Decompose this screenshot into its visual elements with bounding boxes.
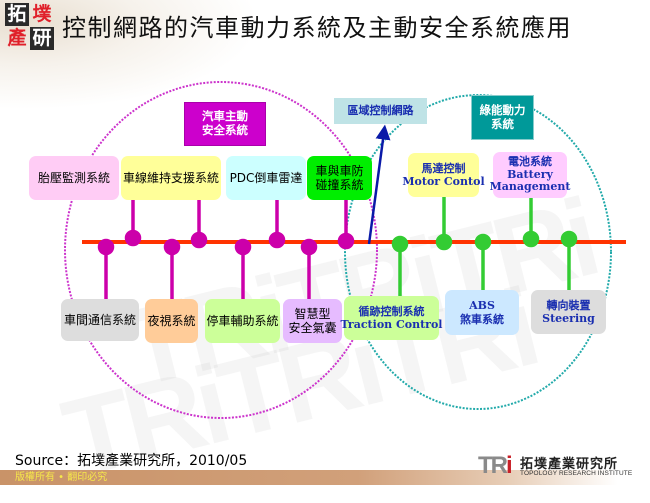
node-v2v-communication: 車間通信系統	[61, 299, 139, 341]
group-label-line: 系統	[491, 116, 514, 131]
tri-logo-tr: TR	[478, 452, 508, 479]
safety-connectors	[97, 199, 355, 299]
copyright-notice: 版權所有 • 翻印必究	[15, 472, 108, 483]
logo-char: 墣	[32, 3, 52, 25]
group-label-line: 汽車主動	[202, 109, 248, 124]
tri-institute-logo: TRi 拓墣產業研究所 TOPOLOGY RESEARCH INSTITUTE	[478, 452, 648, 482]
node-label-line: 轉向裝置	[546, 298, 591, 312]
source-citation: Source：拓墣產業研究所，2010/05	[15, 453, 248, 469]
node-label-line: 碰撞系統	[315, 178, 364, 192]
node-abs-brake: ABS 煞車系統	[445, 290, 519, 335]
node-label-line: 煞車系統	[460, 312, 504, 326]
node-smart-airbag: 智慧型 安全氣囊	[283, 299, 342, 343]
node-label-line: Steering	[542, 312, 595, 325]
institute-name-en: TOPOLOGY RESEARCH INSTITUTE	[520, 470, 633, 477]
group-label-line: 綠能動力	[479, 102, 526, 117]
logo-char: 產	[7, 27, 27, 49]
node-label-line: 安全氣囊	[288, 321, 337, 335]
footer-bar	[0, 470, 650, 485]
power-connectors	[391, 197, 578, 300]
node-label-line: Traction Control	[340, 318, 443, 331]
node-parking-assist: 停車輔助系統	[205, 299, 280, 343]
header-texture	[0, 0, 260, 110]
node-label: 胎壓監測系統	[37, 170, 110, 185]
node-traction-control: 循跡控制系統 Traction Control	[341, 296, 442, 340]
area-control-network-label: 區域控制網路	[334, 98, 427, 124]
active-safety-label: 汽車主動 安全系統	[184, 102, 266, 146]
institute-name-cn: 拓墣產業研究所	[520, 457, 619, 472]
logo-char: 拓	[5, 3, 29, 26]
node-label-line: 電池系統	[508, 155, 552, 169]
node-label-line: Motor Contol	[402, 175, 485, 188]
network-arrow	[367, 124, 391, 245]
node-label: 車線維持支援系統	[122, 170, 219, 185]
logo-char: 研	[30, 27, 54, 50]
node-label-line: Management	[489, 180, 571, 194]
node-lane-keeping-assist: 車線維持支援系統	[121, 156, 221, 200]
node-battery-management: 電池系統 Battery Management	[490, 152, 570, 198]
tri-logo-badge: 拓 墣 產 研	[5, 3, 57, 51]
node-night-vision: 夜視系統	[145, 299, 198, 343]
node-steering: 轉向裝置 Steering	[531, 290, 606, 334]
node-pdc-reverse-radar: PDC倒車雷達	[226, 156, 306, 200]
node-label: 車間通信系統	[63, 312, 136, 327]
active-safety-ellipse	[64, 81, 378, 419]
node-label-line: Battery	[507, 167, 553, 181]
node-vehicle-collision-avoidance: 車與車防 碰撞系統	[307, 156, 372, 200]
green-power-label: 綠能動力 系統	[471, 95, 534, 140]
green-power-ellipse	[344, 94, 612, 410]
node-label-line: 循跡控制系統	[358, 304, 425, 318]
node-label: PDC倒車雷達	[229, 170, 303, 185]
node-label: 夜視系統	[147, 313, 196, 328]
node-label: 停車輔助系統	[206, 313, 279, 328]
node-tire-pressure-monitoring: 胎壓監測系統	[29, 156, 119, 200]
tri-logo-mark: TRi	[478, 452, 513, 480]
node-label-line: ABS	[469, 299, 495, 313]
node-label-line: 車與車防	[315, 163, 364, 178]
tri-logo-i: i	[506, 452, 513, 479]
network-label-text: 區域控制網路	[347, 104, 414, 118]
node-motor-control: 馬達控制 Motor Contol	[402, 153, 485, 197]
node-label-line: 智慧型	[294, 306, 331, 321]
group-label-line: 安全系統	[202, 123, 248, 137]
network-diagram	[64, 81, 626, 419]
node-label-line: 馬達控制	[421, 161, 466, 175]
page-title: 控制網路的汽車動力系統及主動安全系統應用	[62, 14, 572, 42]
